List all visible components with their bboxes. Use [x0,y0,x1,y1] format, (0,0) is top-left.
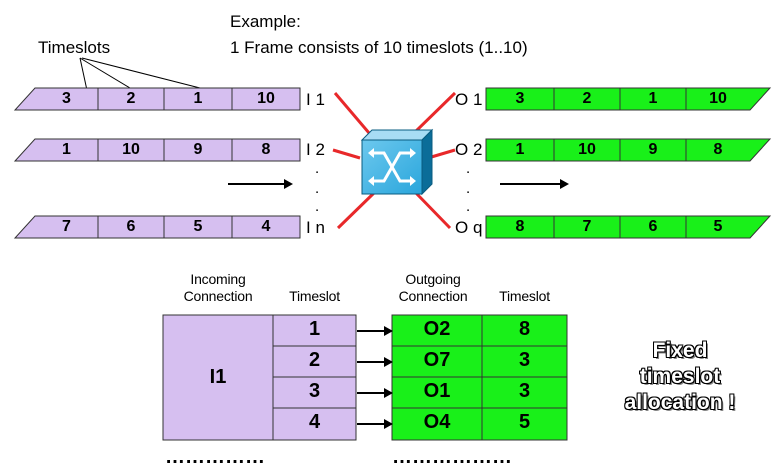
in-timeslot-cell: 3 [273,380,356,403]
outgoing-timeslot-cell: 1 [486,140,554,160]
incoming-timeslot-cell: 7 [35,217,98,237]
vertical-dot: . [315,180,319,197]
in-timeslot-cell: 1 [273,318,356,341]
outgoing-timeslot-cell: 10 [554,140,620,160]
incoming-timeslot-cell: 2 [98,89,164,109]
outgoing-timeslot-cell: 9 [620,140,686,160]
out-timeslot-cell: 8 [482,318,567,341]
header-timeslot-in: Timeslot [273,288,356,305]
outgoing-timeslot-cell: 5 [686,217,750,237]
incoming-timeslot-cell: 10 [98,140,164,160]
table-continuation-left: …………… [165,446,265,469]
note-line-1: Fixed [595,338,765,364]
port-label-in: I n [306,218,325,238]
note-line-2: timeslot [595,364,765,390]
port-label-i1: I 1 [306,90,325,110]
outgoing-timeslot-cell: 8 [686,140,750,160]
incoming-connection-cell: I1 [163,366,273,389]
incoming-timeslot-cell: 9 [164,140,232,160]
vertical-dot: . [466,180,470,197]
vertical-dot: . [315,198,319,215]
out-connection-cell: O7 [392,349,482,372]
table-continuation-right: ……………… [392,446,512,469]
vertical-dot: . [466,160,470,177]
header-incoming-connection: Incoming Connection [163,271,273,305]
port-label-o1: O 1 [455,90,482,110]
incoming-timeslot-cell: 5 [164,217,232,237]
mapping-arrows [357,331,384,424]
outgoing-timeslot-cell: 7 [554,217,620,237]
out-connection-cell: O4 [392,411,482,434]
outgoing-timeslot-cell: 3 [486,89,554,109]
incoming-timeslot-cell: 1 [35,140,98,160]
port-label-oq: O q [455,218,482,238]
port-label-o2: O 2 [455,140,482,160]
incoming-timeslot-cell: 1 [164,89,232,109]
port-label-i2: I 2 [306,140,325,160]
out-timeslot-cell: 5 [482,411,567,434]
vertical-dot: . [315,160,319,177]
outgoing-timeslot-cell: 6 [620,217,686,237]
outgoing-timeslot-cell: 1 [620,89,686,109]
vertical-dot: . [466,198,470,215]
fixed-allocation-note: Fixed timeslot allocation ! [595,338,765,416]
crossbar-switch-icon [362,130,432,194]
in-timeslot-cell: 4 [273,411,356,434]
out-connection-cell: O2 [392,318,482,341]
incoming-timeslot-cell: 4 [232,217,300,237]
incoming-timeslot-cell: 3 [35,89,98,109]
in-timeslot-cell: 2 [273,349,356,372]
header-outgoing-connection: Outgoing Connection [384,271,482,305]
incoming-timeslot-cell: 10 [232,89,300,109]
header-timeslot-out: Timeslot [482,288,567,305]
right-arrow-icon [228,179,293,189]
out-timeslot-cell: 3 [482,349,567,372]
outgoing-timeslot-cell: 10 [686,89,750,109]
outgoing-timeslot-cell: 8 [486,217,554,237]
incoming-timeslot-cell: 6 [98,217,164,237]
incoming-timeslot-cell: 8 [232,140,300,160]
right-arrow-icon [500,179,569,189]
outgoing-timeslot-cell: 2 [554,89,620,109]
note-line-3: allocation ! [595,390,765,416]
out-connection-cell: O1 [392,380,482,403]
out-timeslot-cell: 3 [482,380,567,403]
